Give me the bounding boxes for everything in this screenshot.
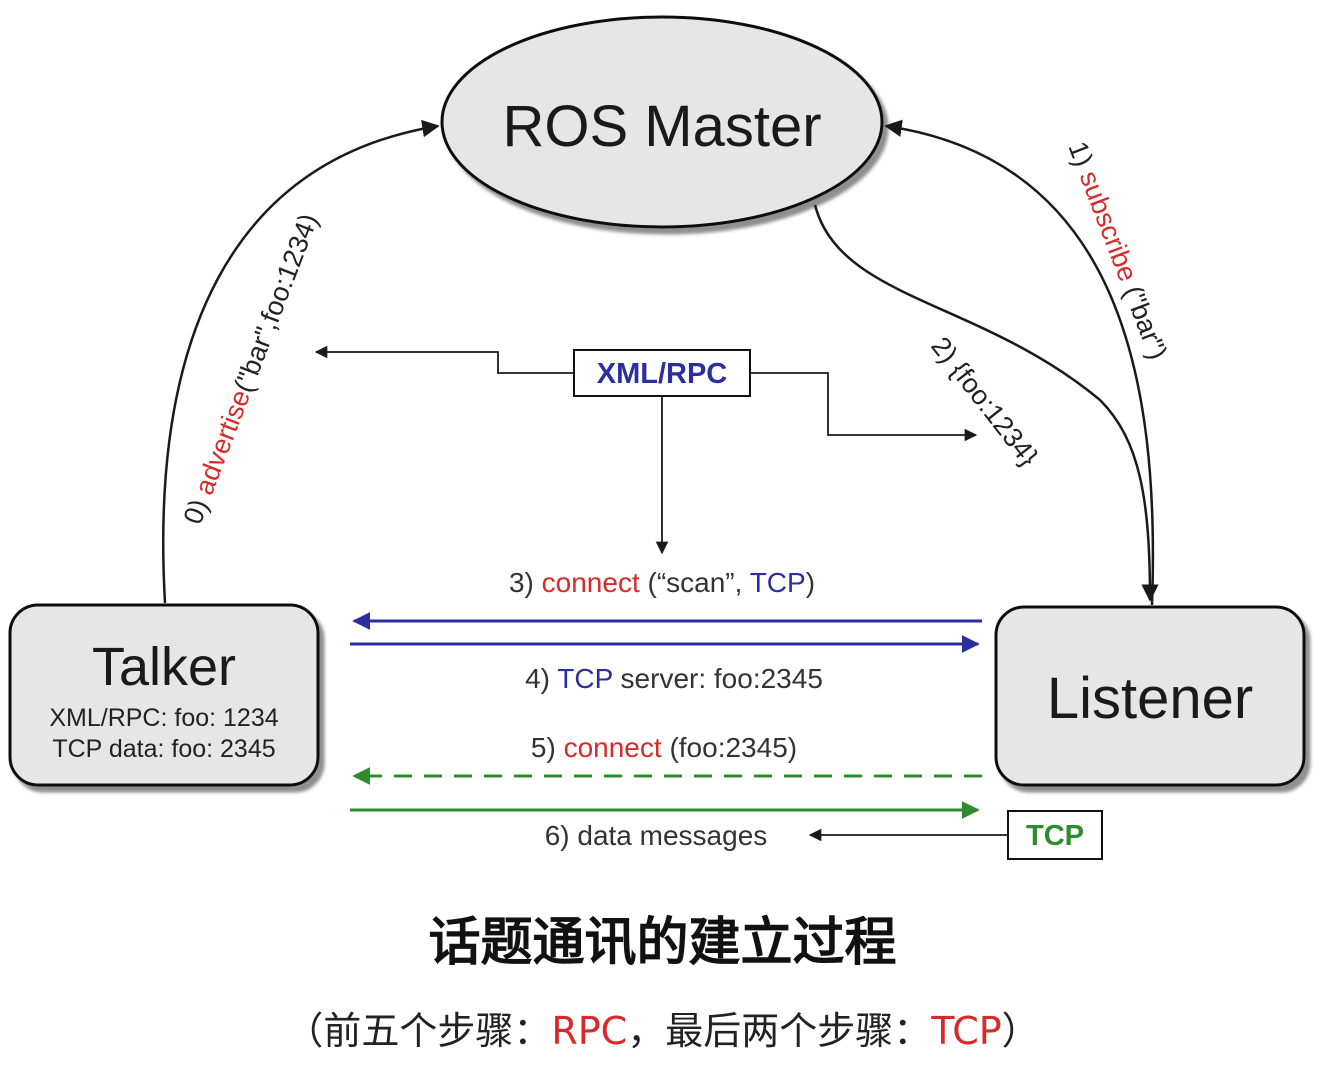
step4-rest: server: foo:2345 [613, 663, 823, 694]
caption-sub-open: （前五个步骤： [285, 1009, 552, 1053]
subscribe-arrow [884, 119, 1155, 606]
talker-label: Talker [92, 637, 236, 697]
caption-sub-rpc: RPC [551, 1009, 628, 1053]
caption-sub-mid: ，最后两个步骤： [627, 1009, 932, 1053]
tcp-tag-box [1007, 810, 1103, 860]
ros-master-label: ROS Master [502, 94, 821, 159]
xmlrpc-pointer-left [314, 345, 574, 374]
listener-label: Listener [1047, 666, 1253, 731]
talker-xmlrpc-info: XML/RPC: foo: 1234 [49, 704, 278, 732]
step1-verb: subscribe [1074, 167, 1143, 286]
step5-num: 5) [531, 732, 564, 763]
step5-args: (foo:2345) [662, 732, 797, 763]
ros-master-node: ROS Master [440, 15, 884, 229]
step1-label: 1) subscribe ("bar") [1062, 137, 1173, 363]
tcp-tag-label: TCP [1026, 820, 1084, 852]
step0-verb: advertise [189, 386, 256, 499]
step4-num: 4) [525, 663, 557, 694]
xmlrpc-pointer-right [750, 372, 978, 442]
caption-sub-tcp: TCP [931, 1009, 1002, 1053]
step4-label: 4) TCP server: foo:2345 [525, 663, 823, 694]
step0-args: ("bar",foo:1234) [228, 209, 324, 396]
talker-tcp-info: TCP data: foo: 2345 [52, 735, 275, 763]
step1-args: ("bar") [1115, 275, 1173, 364]
step0-label: 0) advertise("bar",foo:1234) [178, 209, 324, 528]
step6-label: 6) data messages [545, 820, 768, 851]
step3-args: (“scan”, [640, 567, 750, 598]
step3-num: 3) [509, 567, 542, 598]
step4-proto: TCP [557, 663, 613, 694]
step3-close: ) [806, 567, 815, 598]
caption-sub-close: ） [1001, 1009, 1040, 1053]
master-reply-arrow [813, 204, 1159, 602]
step5-verb: connect [564, 732, 662, 763]
step5-label: 5) connect (foo:2345) [531, 732, 797, 763]
listener-node: Listener [994, 605, 1306, 787]
step2-label: 2) {foo:1234} [925, 331, 1044, 471]
caption-title: 话题通讯的建立过程 [428, 913, 897, 973]
xmlrpc-tag-label: XML/RPC [597, 358, 728, 390]
xmlrpc-tag-box [573, 349, 751, 397]
advertise-arrow [161, 119, 440, 604]
step3-label: 3) connect (“scan”, TCP) [509, 567, 815, 598]
step3-proto: TCP [750, 567, 806, 598]
caption-subtitle: （前五个步骤：RPC，最后两个步骤：TCP） [0, 1000, 1325, 1055]
talker-node: Talker XML/RPC: foo: 1234 TCP data: foo:… [8, 603, 320, 787]
step3-verb: connect [542, 567, 640, 598]
